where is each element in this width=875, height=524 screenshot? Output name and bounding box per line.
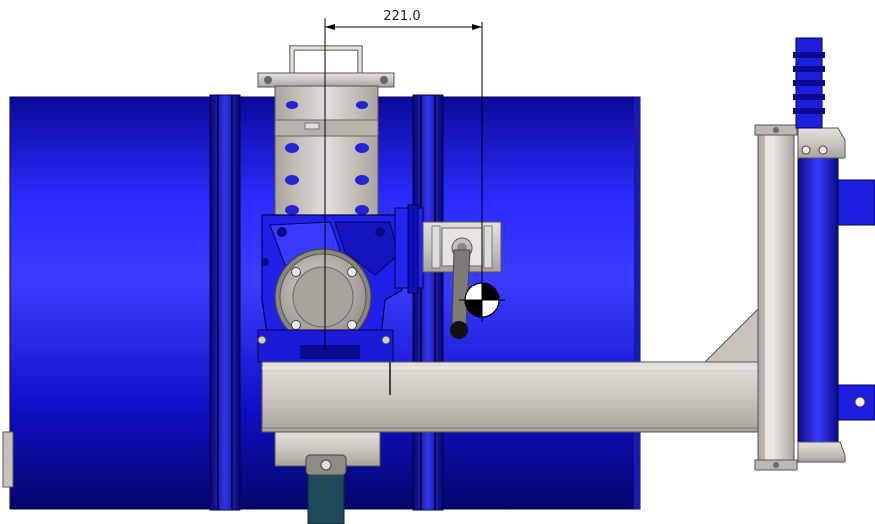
frame-vertical-column — [754, 124, 798, 471]
right-barrel-clamp-bottom — [797, 441, 846, 463]
center-of-mass-symbol — [459, 278, 505, 322]
mounting-plate — [274, 85, 379, 227]
pump-side-flange — [394, 204, 424, 294]
right-barrel-clamp-top — [797, 127, 846, 159]
valve-lever — [450, 249, 471, 339]
frame-horizontal-arm — [261, 361, 763, 433]
motor-cover — [274, 248, 372, 346]
ball-valve — [422, 221, 502, 273]
top-handle — [257, 45, 395, 88]
outlet-hose — [305, 454, 347, 524]
dimension-221: 221.0 — [324, 9, 483, 350]
right-barrel-body — [797, 127, 875, 459]
barrel-hose-fitting — [793, 37, 825, 129]
dimension-value: 221.0 — [383, 9, 420, 24]
frame-gusset — [703, 303, 763, 363]
drum-rib-right — [412, 94, 444, 511]
drum-rib-left — [209, 94, 241, 511]
